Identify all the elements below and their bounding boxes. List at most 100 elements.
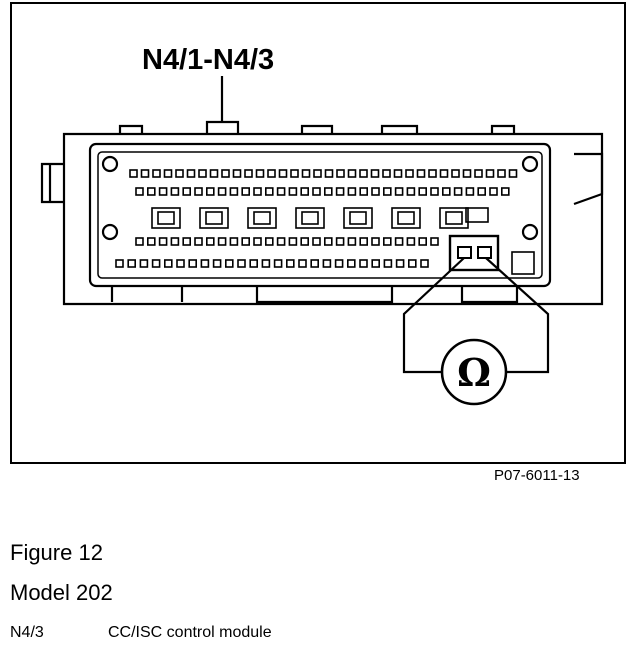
- pin-row2: [265, 187, 274, 196]
- pin-row2: [253, 187, 262, 196]
- pin-row4: [188, 259, 197, 268]
- slot: [247, 207, 277, 229]
- slot-inner: [349, 211, 367, 225]
- figure-reference: P07-6011-13: [494, 467, 580, 484]
- pin-row2: [465, 187, 475, 196]
- pin-row2: [300, 187, 310, 196]
- test-pin-right: [477, 246, 492, 259]
- pin-row2: [194, 187, 203, 196]
- pin-row1: [324, 169, 334, 178]
- pin-row1: [244, 169, 253, 178]
- pin-row1: [163, 169, 173, 178]
- lead-left: [402, 257, 465, 374]
- pin-row2: [382, 187, 392, 196]
- pin-row1: [175, 169, 184, 178]
- pin-row2: [147, 187, 156, 196]
- pin-row1: [474, 169, 483, 178]
- pin-row2: [229, 187, 239, 196]
- slot: [439, 207, 469, 229]
- housing-left-ear: [40, 162, 64, 204]
- connector-diagram: Ω: [40, 76, 604, 406]
- figure-number: Figure 12: [10, 540, 103, 565]
- pin-row3: [371, 237, 380, 246]
- connector-housing: [62, 132, 604, 306]
- pin-row2: [170, 187, 180, 196]
- callout-label: N4/1-N4/3: [142, 44, 275, 76]
- pin-row3: [359, 237, 369, 246]
- pin-row2: [500, 187, 510, 196]
- pin-row1: [209, 169, 219, 178]
- pin-row4: [249, 259, 258, 268]
- pin-row4: [200, 259, 210, 268]
- pin-row2: [406, 187, 416, 196]
- pin-row1: [462, 169, 472, 178]
- pin-row2: [477, 187, 487, 196]
- pin-row1: [152, 169, 161, 178]
- pin-row3: [253, 237, 262, 246]
- pin-row3: [430, 237, 439, 246]
- housing-top-tabs: [118, 120, 516, 134]
- pin-row1: [347, 169, 357, 178]
- pin-row4: [261, 259, 271, 268]
- slot: [391, 207, 421, 229]
- pin-row4: [176, 259, 185, 268]
- pin-row4: [322, 259, 332, 268]
- pin-row4: [371, 259, 381, 268]
- pin-row1: [382, 169, 391, 178]
- pin-row2: [359, 187, 369, 196]
- pin-row3: [158, 237, 168, 246]
- pin-row3: [382, 237, 392, 246]
- pin-row3: [147, 237, 156, 246]
- pin-row2: [217, 187, 227, 196]
- pin-row4: [273, 259, 283, 268]
- pin-row2: [347, 187, 357, 196]
- pin-row1: [301, 169, 311, 178]
- model-label: Model 202: [10, 580, 113, 605]
- legend-row: N4/3 CC/ISC control module: [10, 624, 272, 642]
- pin-row1: [198, 169, 207, 178]
- pin-row2: [335, 187, 345, 196]
- pin-row2: [241, 187, 250, 196]
- pin-row1: [336, 169, 345, 178]
- pin-row2: [206, 187, 215, 196]
- slot-inner: [445, 211, 463, 225]
- pin-row2: [323, 187, 333, 196]
- pin-row4: [164, 259, 173, 268]
- pin-row3: [194, 237, 203, 246]
- pin-row3: [288, 237, 298, 246]
- pin-row1: [140, 169, 150, 178]
- pin-row2: [371, 187, 380, 196]
- pin-row2: [158, 187, 168, 196]
- pin-row1: [313, 169, 322, 178]
- pin-row1: [186, 169, 196, 178]
- pin-row1: [221, 169, 230, 178]
- pin-row1: [393, 169, 403, 178]
- pin-row1: [359, 169, 368, 178]
- legend-code: N4/3: [10, 624, 44, 641]
- pin-row1: [485, 169, 495, 178]
- pin-row1: [451, 169, 460, 178]
- housing-right-ear: [573, 152, 604, 206]
- connector-face: [88, 142, 552, 288]
- pin-row4: [237, 259, 246, 268]
- pin-row4: [212, 259, 222, 268]
- pin-row4: [310, 259, 320, 268]
- pin-row3: [182, 237, 191, 246]
- pin-row1: [370, 169, 380, 178]
- pin-row3: [135, 237, 144, 246]
- corner-screw: [521, 223, 539, 241]
- pin-row1: [129, 169, 138, 178]
- pin-row2: [489, 187, 498, 196]
- pin-row3: [418, 237, 428, 246]
- pin-row4: [115, 259, 124, 268]
- ohm-symbol: Ω: [457, 350, 491, 395]
- pin-row2: [418, 187, 428, 196]
- slot-inner: [205, 211, 223, 225]
- slot: [465, 207, 489, 223]
- pin-row1: [267, 169, 276, 178]
- pin-row1: [439, 169, 449, 178]
- legend-description: CC/ISC control module: [108, 624, 272, 641]
- test-pin-box: [448, 234, 500, 272]
- pin-row1: [278, 169, 288, 178]
- pin-row1: [290, 169, 299, 178]
